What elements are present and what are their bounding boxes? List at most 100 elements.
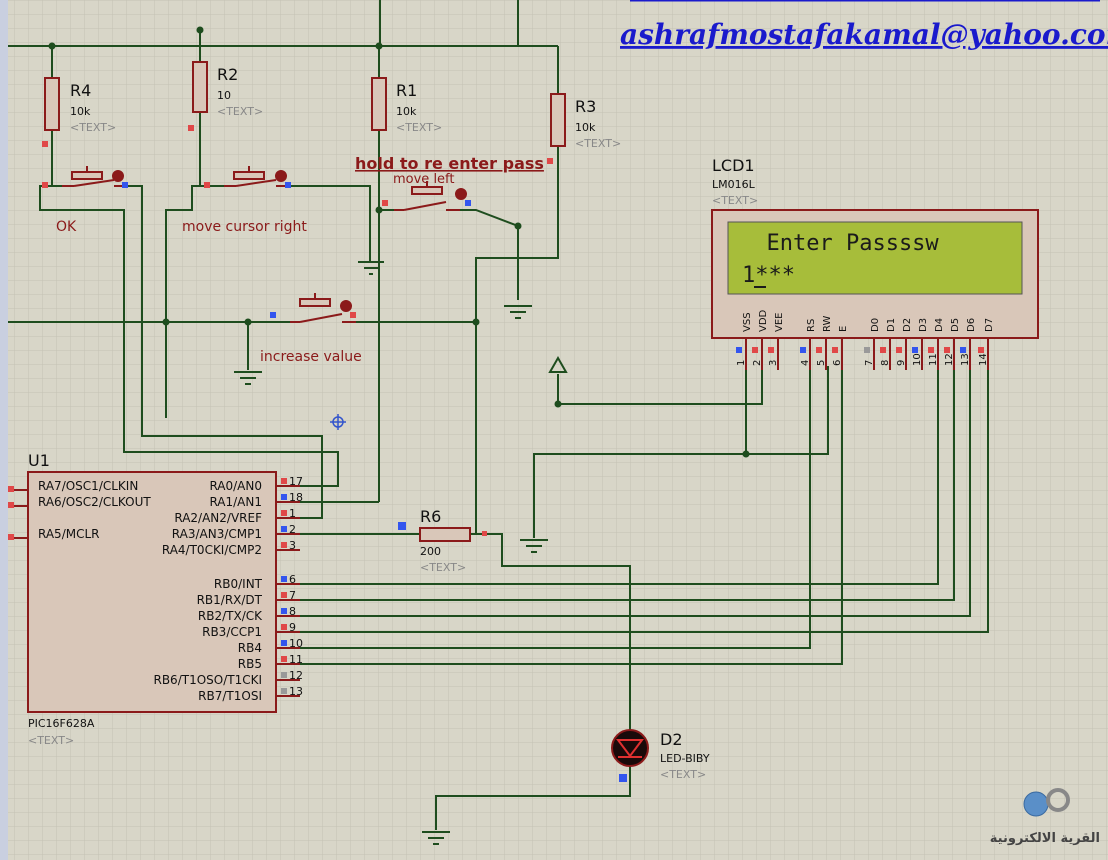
r6-ref: R6 [420,507,441,526]
r1-value: 10k [396,105,417,118]
mcu-pin-name: RB4 [238,641,262,655]
mcu-pin-number: 1 [289,507,296,520]
mcu-text: <TEXT> [28,734,74,747]
lcd-pin-number: 9 [896,360,907,366]
r1-text: <TEXT> [396,121,442,134]
lcd-module[interactable]: LCD1 LM016L <TEXT> Enter Passssw 1*** VS… [711,156,1039,370]
r4-value: 10k [70,105,91,118]
mcu-ref: U1 [28,451,50,470]
button-ok[interactable] [42,166,128,188]
lcd-pin-d5[interactable]: D5 12 [944,318,961,370]
lcd-pin-number: 5 [816,360,827,366]
mcu-model: PIC16F628A [28,717,95,730]
mcu-pin-name: RB3/CCP1 [202,625,262,639]
lcd-line-1: Enter Passssw [740,231,939,256]
lcd-pin-name: D5 [950,318,961,332]
watermark: القرية الالكترونية [990,788,1100,846]
mcu-pin-ra3[interactable]: RA3/AN3/CMP1 2 [172,523,300,541]
r6-text: <TEXT> [420,561,466,574]
lcd-pin-d1[interactable]: D1 8 [880,318,897,370]
mcu-pin-number: 18 [289,491,303,504]
resistor-r6[interactable]: R6 200 <TEXT> [398,507,487,574]
lcd-pin-d2[interactable]: D2 9 [896,318,913,370]
lcd-pin-name: D2 [902,318,913,332]
mcu-pin-name: RA3/AN3/CMP1 [172,527,262,541]
mcu-pin-number: 9 [289,621,296,634]
lcd-text: <TEXT> [712,194,758,207]
r2-value: 10 [217,89,231,102]
lcd-pin-name: RW [822,315,833,332]
lcd-pin-rs[interactable]: RS4 [800,319,817,370]
mcu-pin-rb3[interactable]: RB3/CCP1 9 [202,621,300,639]
lcd-pin-number: 8 [880,360,891,366]
mcu-pin-number: 2 [289,523,296,536]
lcd-model: LM016L [712,178,756,191]
button-move-left[interactable] [382,181,471,211]
lcd-pin-number: 6 [832,360,843,366]
lcd-pin-e[interactable]: E6 [832,326,849,370]
gear-logo-icon [1046,788,1070,812]
mcu-pin-name: RB1/RX/DT [197,593,263,607]
led-d2[interactable]: D2 LED-BIBY <TEXT> [611,729,710,782]
led-ref: D2 [660,730,683,749]
lcd-pin-d0[interactable]: D07 [864,318,881,370]
mcu-pin-name: RA0/AN0 [209,479,262,493]
led-text: <TEXT> [660,768,706,781]
lcd-pin-vss[interactable]: VSS 1 [736,312,753,370]
resistor-r2[interactable]: R2 10 <TEXT> [188,61,263,131]
mcu-left-pin[interactable]: RA7/OSC1/CLKIN [8,479,138,493]
r4-text: <TEXT> [70,121,116,134]
lcd-pin-number: 11 [928,353,939,366]
watermark-text: القرية الالكترونية [990,831,1100,846]
resistor-r4[interactable]: R4 10k <TEXT> [42,77,116,147]
lcd-pin-number: 14 [978,353,989,366]
mcu-u1[interactable]: U1 RA7/OSC1/CLKIN RA6/OSC2/CLKOUT RA5/MCLR… [8,451,303,747]
lcd-pin-number: 10 [912,353,923,366]
lcd-pin-name: D1 [886,318,897,332]
r3-text: <TEXT> [575,137,621,150]
mcu-left-pin-name: RA6/OSC2/CLKOUT [38,495,151,509]
button-increase-value[interactable] [270,293,356,323]
mcu-left-pin[interactable]: RA6/OSC2/CLKOUT [8,495,151,509]
lcd-pin-number: 2 [752,360,763,366]
lcd-pin-name: VSS [742,312,753,332]
left-scroll-edge [0,0,8,860]
lcd-pin-name: D0 [870,318,881,332]
lcd-pin-number: 1 [736,360,747,366]
lcd-pin-name: VEE [774,313,785,332]
resistor-r1[interactable]: R1 10k <TEXT> [371,77,442,134]
button-move-right[interactable] [204,166,291,188]
lcd-pin-rw[interactable]: RW 5 [816,315,833,370]
cursor-crosshair-icon [330,414,346,430]
lcd-pin-number: 13 [960,353,971,366]
resistor-r3[interactable]: R3 10k <TEXT> [547,93,621,164]
r3-ref: R3 [575,97,596,116]
mcu-pin-number: 8 [289,605,296,618]
mcu-pin-number: 11 [289,653,303,666]
mcu-left-pin[interactable]: RA5/MCLR [8,527,100,541]
lcd-pin-number: 12 [944,353,955,366]
mcu-pin-number: 3 [289,539,296,552]
move-left-label: move left [393,172,455,187]
increase-value-label: increase value [260,349,362,365]
lcd-pin-name: RS [806,319,817,332]
